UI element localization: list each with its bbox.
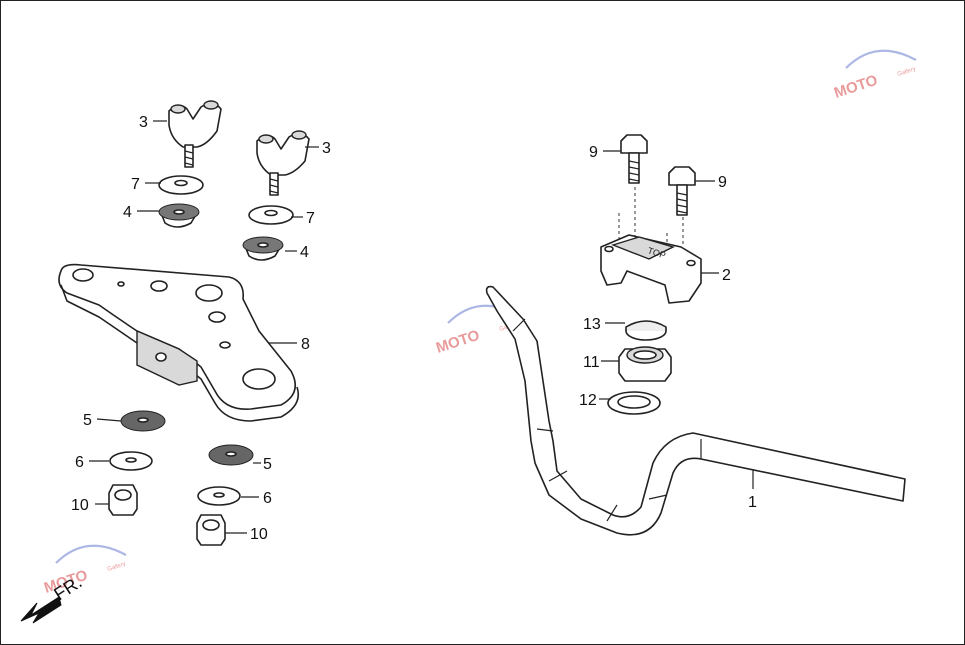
svg-text:MOTO: MOTO [832,72,880,102]
bolt-9-left [620,134,648,184]
svg-text:Gallery: Gallery [107,561,127,573]
nut-10-left [108,484,138,516]
callout-8: 8 [301,336,310,353]
washer-6-right [197,486,241,506]
cap-13 [625,320,667,341]
callout-3-right: 3 [322,140,331,157]
svg-text:Gallery: Gallery [897,66,917,78]
callout-10-right: 10 [250,526,268,543]
washer-12 [607,391,661,415]
callout-6-right: 6 [263,490,272,507]
nut-10-right [196,514,226,546]
leader-lines [89,120,754,534]
callout-1: 1 [748,494,757,511]
top-yoke [58,263,300,422]
callout-3-left: 3 [139,114,148,131]
callout-9-right: 9 [718,174,727,191]
callout-7-right: 7 [306,210,315,227]
callout-2: 2 [722,267,731,284]
bolt-alignment-lines [618,187,684,251]
callout-9-left: 9 [589,144,598,161]
handlebar-upper-clamp: TOP [600,234,702,304]
callout-5-right: 5 [263,456,272,473]
callout-5-left: 5 [83,412,92,429]
callout-13: 13 [583,316,601,333]
washer-7-left [158,175,204,195]
nut-11 [618,346,672,382]
front-arrow-icon [20,596,62,624]
watermark-top-right: MOTO Gallery [832,49,917,102]
rubber-bushing-5-right [208,444,254,466]
bolt-9-right [668,166,696,216]
rubber-bushing-5-left [120,410,166,432]
callout-labels: 1 2 3 3 4 4 5 5 6 6 7 7 8 9 9 10 10 11 1… [71,114,757,543]
callout-11: 11 [583,354,600,371]
rubber-bushing-4-left [158,203,200,228]
riser-clamp-left [168,100,222,168]
callout-12: 12 [579,392,597,409]
riser-clamp-right [256,130,310,196]
washer-6-left [109,451,153,471]
handlebar [485,285,906,536]
svg-text:MOTO: MOTO [434,327,482,357]
callout-7-left: 7 [131,176,140,193]
callout-10-left: 10 [71,497,89,514]
washer-7-right [248,205,294,225]
callout-4-right: 4 [300,244,309,261]
callout-6-left: 6 [75,454,84,471]
callout-4-left: 4 [123,204,132,221]
rubber-bushing-4-right [242,236,284,261]
